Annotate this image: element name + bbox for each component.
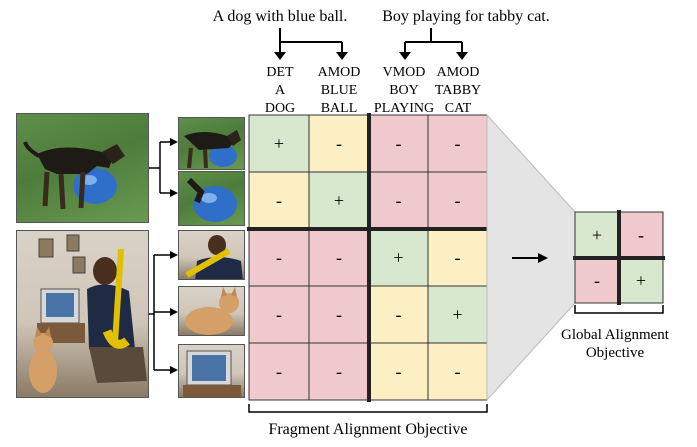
fragment-cell-r5-c4 (427, 342, 488, 401)
sentence-caption-boy: Boy playing for tabby cat. (382, 8, 550, 25)
fragment-cell-sign-r3-c3: + (393, 248, 403, 268)
fragment-cell-sign-r4-c1: - (276, 305, 282, 325)
fragment-cell-sign-r5-c4: - (455, 362, 461, 382)
sentence-caption-dog: A dog with blue ball. (213, 8, 348, 25)
fragment-header-1-line1: DET (266, 65, 294, 80)
computer-crop (178, 344, 245, 398)
global-alignment-matrix: + - - + (573, 210, 665, 305)
dog-photo (16, 113, 149, 223)
fragment-cell-r3-c1 (248, 228, 310, 287)
fragment-header-4-line3: CAT (445, 101, 472, 116)
fragment-cell-sign-r3-c1: - (276, 248, 282, 268)
fragment-header-3-line3: PLAYING (374, 101, 434, 116)
fragment-cell-sign-r2-c1: - (276, 191, 282, 211)
right-arrow-icon (512, 253, 548, 263)
fragment-header-4-line1: AMOD (437, 65, 480, 80)
fragment-header-3-line1: VMOD (383, 65, 426, 80)
fragment-header-3-line2: BOY (389, 83, 419, 98)
global-objective-label-line2: Objective (586, 345, 645, 361)
fragment-header-2-line3: BALL (321, 101, 358, 116)
global-bracket (574, 305, 664, 314)
fragment-cell-r5-c2 (308, 342, 370, 401)
fragment-alignment-matrix: + - - - - + - - - - + - - - - + - - - - (247, 113, 489, 402)
global-objective-label-line1: Global Alignment (561, 327, 670, 343)
fragment-cell-r3-c2 (308, 228, 370, 287)
fragment-cell-r1-c2 (308, 114, 370, 173)
fragment-cell-sign-r5-c1: - (276, 362, 282, 382)
fragment-cell-sign-r5-c2: - (336, 362, 342, 382)
fragment-header-2-line2: BLUE (321, 83, 358, 98)
fragment-bracket (248, 404, 488, 413)
global-cell-r2-c2 (618, 257, 664, 304)
fragment-cell-sign-r4-c3: - (396, 305, 402, 325)
fragment-header-1-line2: A (275, 83, 286, 98)
fragment-header-4-line2: TABBY (435, 83, 481, 98)
image-branch-lines (148, 141, 172, 371)
fragment-objective-label: Fragment Alignment Objective (268, 421, 467, 438)
fragment-cell-sign-r5-c3: - (396, 362, 402, 382)
caption-fork-arrows (279, 28, 463, 55)
fragment-cell-sign-r2-c4: - (455, 191, 461, 211)
fragment-cell-r4-c4 (427, 285, 488, 344)
fragment-cell-r1-c1 (248, 114, 310, 173)
fragment-cell-sign-r1-c3: - (396, 134, 402, 154)
fragment-cell-sign-r2-c3: - (396, 191, 402, 211)
fragment-cell-sign-r2-c2: + (334, 191, 344, 211)
fragment-cell-r5-c1 (248, 342, 310, 401)
global-cell-sign-r1-c2: - (638, 225, 644, 245)
fragment-headers: DET A DOG AMOD BLUE BALL VMOD BOY PLAYING AMOD TAB… (265, 65, 481, 116)
fragment-header-2-line1: AMOD (318, 65, 361, 80)
boy-cat-photo (16, 230, 149, 398)
cat-crop (178, 286, 245, 336)
fragment-cell-r2-c2 (308, 171, 370, 230)
fragment-cell-r3-c4 (427, 228, 488, 287)
global-cell-sign-r1-c1: + (592, 225, 602, 245)
global-cell-sign-r2-c1: - (594, 271, 600, 291)
fragment-cell-sign-r1-c1: + (274, 134, 284, 154)
ball-crop (178, 171, 245, 226)
fragment-cell-sign-r3-c4: - (455, 248, 461, 268)
fragment-cell-sign-r3-c2: - (336, 248, 342, 268)
caption-arrowheads (274, 52, 468, 60)
fragment-header-1-line3: DOG (265, 101, 295, 116)
fragment-cell-r2-c3 (368, 171, 429, 230)
fragment-cell-sign-r1-c4: - (455, 134, 461, 154)
fragment-cell-r5-c3 (368, 342, 429, 401)
fragment-cell-sign-r4-c4: + (452, 305, 462, 325)
fragment-cell-sign-r4-c2: - (336, 305, 342, 325)
image-branch-arrowheads (170, 138, 178, 374)
boy-guitar-crop (178, 230, 245, 280)
dog-head-crop (178, 117, 245, 170)
global-cell-sign-r2-c2: + (636, 271, 646, 291)
fragment-cell-sign-r1-c2: - (336, 134, 342, 154)
